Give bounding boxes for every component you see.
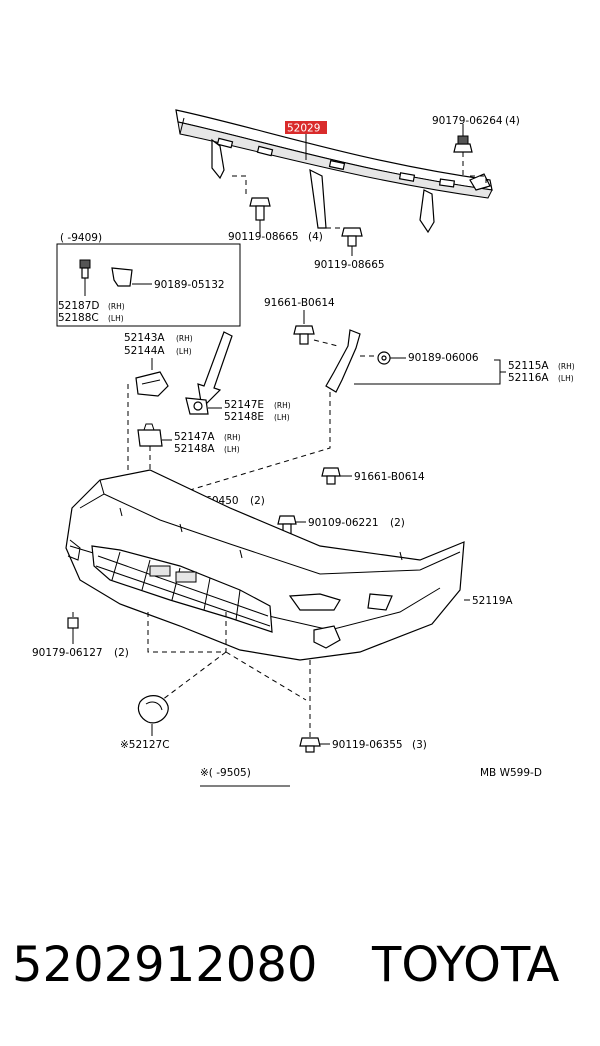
inset-clip-part[interactable] (111, 267, 133, 287)
nut-06127-part[interactable] (67, 617, 79, 629)
upper-retainer-label: 52029 (287, 123, 320, 135)
bolt-06355-label: 90119-06355 (332, 739, 403, 751)
cap-part[interactable] (137, 695, 169, 724)
parts-diagram: 52029 90179-06264 (4) 90119-08665 (4) 90… (32, 109, 575, 787)
clip-e-lh-tag: (LH) (274, 413, 290, 422)
bolt-06355-qty: (3) (412, 739, 427, 751)
clip-e-part[interactable] (185, 397, 209, 415)
clip-a-rh-tag: (RH) (224, 433, 241, 442)
upper-retainer-part[interactable] (175, 109, 493, 234)
inset-bolt-part[interactable] (79, 259, 91, 279)
stay-lh-label: 52116A (508, 372, 549, 384)
stay-rh-label: 52115A (508, 360, 549, 372)
bumper-cover-part[interactable] (65, 469, 465, 661)
clip-a-part[interactable] (137, 423, 163, 447)
support-lh-label: 52144A (124, 345, 165, 357)
support-part[interactable] (135, 371, 169, 397)
nut-06006-label: 90189-06006 (408, 352, 479, 364)
clip-a-lh-tag: (LH) (224, 445, 240, 454)
inset-range: ( -9409) (60, 232, 102, 244)
diagram-code: MB W599-D (480, 767, 542, 779)
nut-06006-part[interactable] (377, 351, 391, 365)
stay-bracket-part[interactable] (325, 329, 361, 393)
brand-name: TOYOTA (372, 937, 560, 993)
screw-60450-qty: (2) (250, 495, 265, 507)
inset-lh-label: 52188C (58, 312, 99, 324)
cap-label: ※52127C (120, 739, 170, 751)
stay-lh-tag: (LH) (558, 374, 574, 383)
clip-e-rh-tag: (RH) (274, 401, 291, 410)
nut-top-label: 90179-06264 (432, 115, 503, 127)
bolt-06355-part[interactable] (299, 737, 321, 753)
support-lh-tag: (LH) (176, 347, 192, 356)
bolt-left-label: 90119-08665 (228, 231, 299, 243)
nut-06127-qty: (2) (114, 647, 129, 659)
bolt-06221-qty: (2) (390, 517, 405, 529)
bolt-916-lower-part[interactable] (321, 467, 341, 485)
clip-a-rh-label: 52147A (174, 431, 215, 443)
clip-a-lh-label: 52148A (174, 443, 215, 455)
inset-box (56, 243, 241, 327)
nut-06127-label: 90179-06127 (32, 647, 103, 659)
upper-retainer-label-box (285, 121, 327, 134)
bolt-06221-label: 90109-06221 (308, 517, 379, 529)
inset-lh-tag: (LH) (108, 314, 124, 323)
inset-rh-tag: (RH) (108, 302, 125, 311)
bolt-left-qty: (4) (308, 231, 323, 243)
direction-arrow (197, 331, 233, 410)
clip-e-rh-label: 52147E (224, 399, 264, 411)
bumper-cover-label: 52119A (472, 595, 513, 607)
bolt-center-label: 90119-08665 (314, 259, 385, 271)
footnote: ※( -9505) (200, 767, 251, 779)
inset-clip-label: 90189-05132 (154, 279, 225, 291)
bolt-916-upper-label: 91661-B0614 (264, 297, 335, 309)
support-rh-tag: (RH) (176, 334, 193, 343)
nut-top-part[interactable] (453, 135, 473, 153)
footer: 5202912080 TOYOTA (0, 925, 600, 1005)
part-number: 5202912080 (12, 937, 318, 993)
nut-top-qty: (4) (505, 115, 520, 127)
bolt-center-part[interactable] (341, 227, 363, 247)
bolt-left-part[interactable] (249, 197, 271, 221)
bolt-916-lower-label: 91661-B0614 (354, 471, 425, 483)
stay-rh-tag: (RH) (558, 362, 575, 371)
inset-rh-label: 52187D (58, 300, 100, 312)
clip-e-lh-label: 52148E (224, 411, 264, 423)
bolt-06221-part[interactable] (277, 515, 297, 535)
bolt-916-upper-part[interactable] (293, 325, 315, 345)
support-rh-label: 52143A (124, 332, 165, 344)
